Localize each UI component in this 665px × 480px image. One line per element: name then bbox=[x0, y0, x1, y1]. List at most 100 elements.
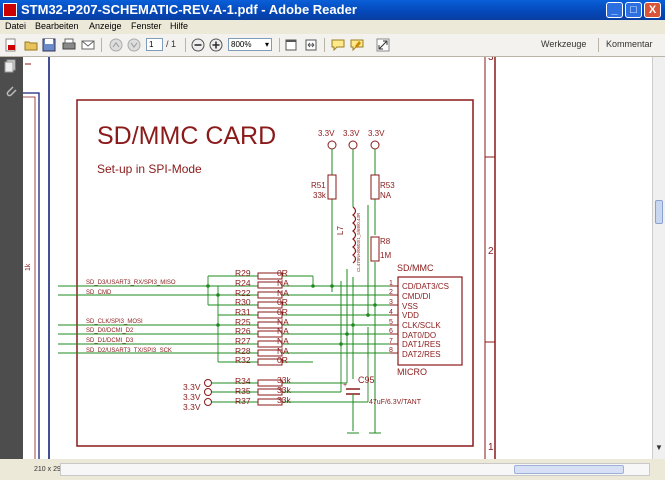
chevron-down-icon: ▾ bbox=[264, 40, 269, 49]
zoom-out-icon[interactable] bbox=[191, 38, 205, 52]
fit-width-icon[interactable] bbox=[304, 38, 318, 52]
comment-panel-button[interactable]: Kommentar bbox=[606, 39, 653, 49]
pages-icon[interactable] bbox=[4, 59, 18, 73]
r29-value: 0R bbox=[277, 268, 288, 278]
r37-value: 33k bbox=[277, 395, 291, 405]
adobe-reader-icon bbox=[3, 3, 17, 17]
r24-value: NA bbox=[277, 278, 289, 288]
pin-3: 3 bbox=[389, 299, 393, 306]
minimize-button[interactable]: _ bbox=[606, 2, 623, 18]
scroll-down-icon[interactable]: ▼ bbox=[655, 443, 663, 452]
toolbar-separator bbox=[324, 38, 325, 52]
pin-6: 6 bbox=[389, 328, 393, 335]
r27-ref: R27 bbox=[235, 336, 251, 346]
r51-ref: R51 bbox=[311, 181, 326, 190]
toolbar-separator bbox=[598, 38, 599, 52]
r29-ref: R29 bbox=[235, 268, 251, 278]
r32-ref: R32 bbox=[235, 355, 251, 365]
toolbar-separator bbox=[279, 38, 280, 52]
close-button[interactable]: X bbox=[644, 2, 661, 18]
vertical-scroll-thumb[interactable] bbox=[655, 200, 663, 224]
maximize-button[interactable]: □ bbox=[625, 2, 642, 18]
next-page-icon[interactable] bbox=[127, 38, 141, 52]
pullup-rail-1: 3.3V bbox=[183, 382, 201, 392]
comment-icon[interactable] bbox=[331, 38, 345, 52]
pin-label-cmd-di: CMD/DI bbox=[402, 292, 430, 301]
pin-4: 4 bbox=[389, 309, 393, 316]
menu-bearbeiten[interactable]: Bearbeiten bbox=[35, 21, 79, 31]
c95-value: 47uF/6.3V/TANT bbox=[369, 399, 422, 406]
schematic-page: 3 2 1 1k SD/MMC CARD Set-up in SPI-Mode … bbox=[23, 57, 496, 459]
menu-anzeige[interactable]: Anzeige bbox=[89, 21, 122, 31]
zone-label-2: 2 bbox=[488, 246, 494, 257]
pin-label-dat1-res: DAT1/RES bbox=[402, 340, 441, 349]
previous-page-icon[interactable] bbox=[109, 38, 123, 52]
r34-ref: R34 bbox=[235, 376, 251, 386]
r53-ref: R53 bbox=[380, 181, 395, 190]
vertical-scrollbar[interactable]: ▼ bbox=[652, 57, 665, 459]
rail-label-2: 3.3V bbox=[343, 129, 360, 138]
block-title: SD/MMC CARD bbox=[97, 122, 276, 150]
c95-polarity: + bbox=[343, 382, 347, 389]
toolbar: 1 / 1 800% ▾ Werkzeuge Kommentar bbox=[0, 34, 665, 57]
fit-page-icon[interactable] bbox=[284, 38, 298, 52]
zoom-level-select[interactable]: 800% ▾ bbox=[228, 38, 272, 51]
menu-hilfe[interactable]: Hilfe bbox=[170, 21, 189, 31]
l7-ref: L7 bbox=[336, 226, 345, 235]
net-label-sd-d0: SD_D0/DCMI_D2 bbox=[86, 328, 134, 334]
pin-2: 2 bbox=[389, 289, 393, 296]
connector-name: MICRO bbox=[397, 367, 427, 377]
pin-5: 5 bbox=[389, 319, 393, 326]
connector-title: SD/MMC bbox=[397, 263, 434, 273]
r28-value: NA bbox=[277, 346, 289, 356]
sd-card-block bbox=[76, 99, 474, 447]
r26-value: NA bbox=[277, 326, 289, 336]
pin-label-dat2-res: DAT2/RES bbox=[402, 350, 441, 359]
r32-value: 0R bbox=[277, 355, 288, 365]
email-icon[interactable] bbox=[81, 38, 95, 52]
r8-ref: R8 bbox=[380, 237, 391, 246]
rail-label-3: 3.3V bbox=[368, 129, 385, 138]
pin-1: 1 bbox=[389, 280, 393, 287]
sd-connector bbox=[397, 276, 463, 366]
tools-button[interactable]: Werkzeuge bbox=[541, 39, 587, 49]
menu-fenster[interactable]: Fenster bbox=[131, 21, 162, 31]
r31-value: 0R bbox=[277, 307, 288, 317]
page-number-input[interactable]: 1 bbox=[146, 38, 163, 51]
highlight-icon[interactable] bbox=[350, 38, 364, 52]
expand-icon[interactable] bbox=[376, 38, 390, 52]
r24-ref: R24 bbox=[235, 278, 251, 288]
r22-ref: R22 bbox=[235, 288, 251, 298]
attachments-icon[interactable] bbox=[4, 84, 18, 98]
r27-value: NA bbox=[277, 336, 289, 346]
r35-value: 33k bbox=[277, 385, 291, 395]
menu-datei[interactable]: Datei bbox=[5, 21, 27, 31]
r26-ref: R26 bbox=[235, 326, 251, 336]
print-icon[interactable] bbox=[62, 38, 76, 52]
zoom-level-value: 800% bbox=[231, 40, 252, 49]
document-view[interactable]: 3 2 1 1k SD/MMC CARD Set-up in SPI-Mode … bbox=[23, 57, 652, 459]
net-label-sd-cmd: SD_CMD bbox=[86, 290, 112, 296]
window-title: STM32-P207-SCHEMATIC-REV-A-1.pdf - Adobe… bbox=[21, 2, 357, 17]
r25-ref: R25 bbox=[235, 317, 251, 327]
save-icon[interactable] bbox=[42, 38, 56, 52]
page-size-label: 210 x 297 mm bbox=[34, 466, 79, 473]
create-pdf-icon[interactable] bbox=[4, 38, 18, 52]
leftbar-label: 1k bbox=[25, 263, 32, 271]
toolbar-separator bbox=[101, 38, 102, 52]
horizontal-scrollbar[interactable] bbox=[60, 463, 650, 476]
block-subtitle: Set-up in SPI-Mode bbox=[97, 162, 202, 176]
zoom-in-icon[interactable] bbox=[209, 38, 223, 52]
r34-value: 33k bbox=[277, 375, 291, 385]
open-folder-icon[interactable] bbox=[24, 38, 38, 52]
r30-ref: R30 bbox=[235, 297, 251, 307]
r28-ref: R28 bbox=[235, 346, 251, 356]
pin-label-vdd: VDD bbox=[402, 311, 419, 320]
pullup-rail-2: 3.3V bbox=[183, 392, 201, 402]
horizontal-scroll-thumb[interactable] bbox=[514, 465, 624, 474]
r51-value: 33k bbox=[313, 191, 327, 200]
zone-label-3: 3 bbox=[488, 57, 494, 63]
page-total: / 1 bbox=[166, 39, 177, 49]
r22-value: NA bbox=[277, 288, 289, 298]
pin-label-dat0-do: DAT0/DO bbox=[402, 331, 436, 340]
